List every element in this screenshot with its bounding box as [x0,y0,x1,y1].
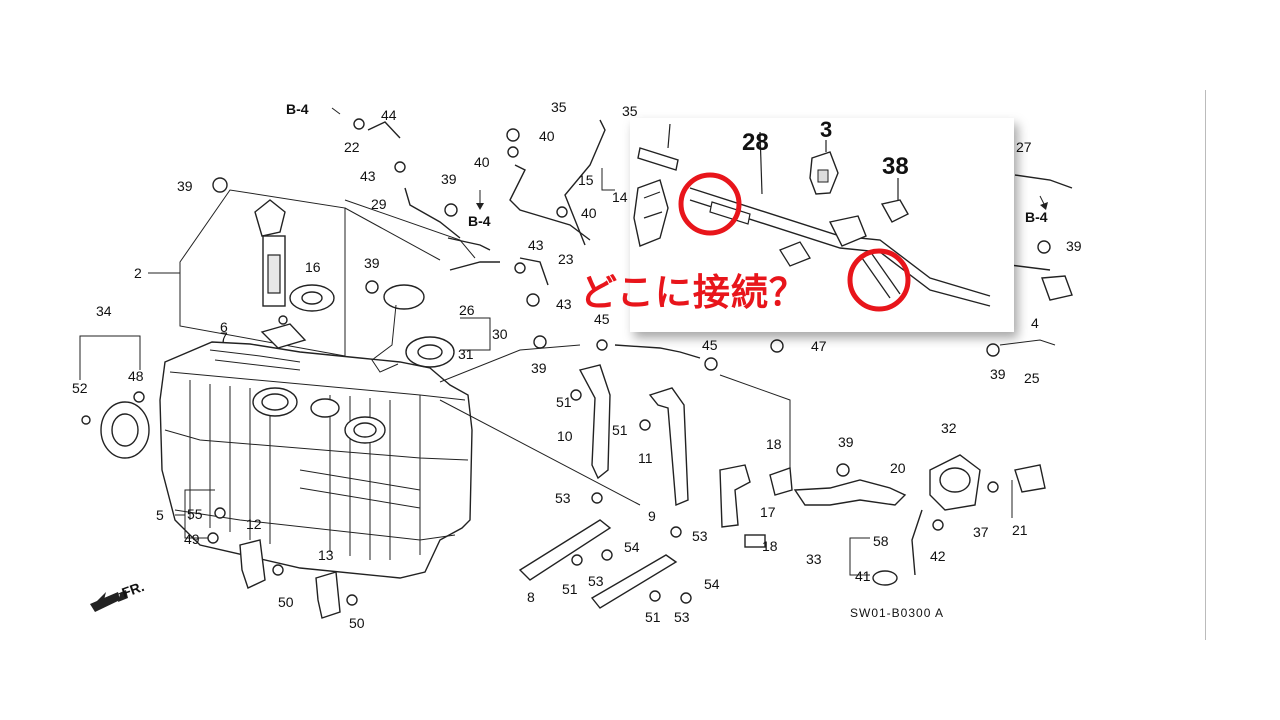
part-label: 44 [381,107,397,123]
part-label: 55 [187,506,203,522]
part-label: 50 [278,594,294,610]
pointer-arrow-icon [331,107,341,115]
straps-brackets [239,364,689,619]
callout-drawing: 28 3 38 [633,118,991,312]
part-label: 43 [528,237,544,253]
part-label: 48 [128,368,144,384]
fuel-tank-drawing [159,341,473,579]
front-marker: FR. [120,578,147,601]
part-label: 51 [645,609,661,625]
part-label: 37 [973,524,989,540]
part-label: 58 [873,533,889,549]
part-label: 11 [638,450,653,466]
part-label: 39 [177,178,193,194]
part-label: 35 [551,99,567,115]
part-label: 13 [318,547,334,563]
part-label: 20 [890,460,906,476]
part-label: 51 [612,422,628,438]
part-label: 39 [441,171,457,187]
callout-label: 3 [820,118,832,142]
callout-label: 28 [742,129,769,156]
part-label: 51 [556,394,572,410]
part-label: 53 [692,528,708,544]
part-label: 5 [156,507,164,523]
diagram-code: SW01-B0300 A [850,606,944,620]
part-label: 43 [556,296,572,312]
part-label: 15 [578,172,594,188]
fuel-gauge-unit [371,284,455,373]
question-text: どこに接続？ [580,271,807,314]
part-label: 45 [702,337,718,353]
part-label: 29 [371,196,387,212]
part-label: 41 [855,568,871,584]
part-label: 53 [674,609,690,625]
canister-right [999,275,1073,346]
part-label: 39 [531,360,547,376]
bolts-clips [81,118,1051,606]
breather-pipes [367,119,1073,359]
filler-neck [719,454,1046,586]
part-label: 52 [72,380,88,396]
reference-marks: B-4 B-4 B-4 [286,101,1048,229]
front-arrow-icon: FR. [90,578,146,612]
leader-lines [79,168,1013,576]
part-label: 17 [760,504,776,520]
part-label: 26 [459,302,475,318]
part-label: 18 [762,538,778,554]
part-label: 14 [612,189,628,205]
part-label: 43 [360,168,376,184]
part-label: 35 [622,103,638,119]
part-label: 16 [305,259,321,275]
highlight-circle-icon [678,172,742,236]
part-label: 25 [1024,370,1040,386]
part-label: 2 [134,265,142,281]
part-label: 40 [539,128,555,144]
part-label: 40 [581,205,597,221]
vertical-rule [1205,90,1206,640]
part-label: 54 [624,539,640,555]
part-label: 50 [349,615,365,631]
part-label: 39 [364,255,380,271]
part-label: 40 [474,154,490,170]
fuel-pump-assembly [254,199,335,349]
ref-label: B-4 [1025,209,1048,225]
part-label: 18 [766,436,782,452]
part-label: 6 [220,319,228,335]
zoom-callout: 28 3 38 [630,118,1014,332]
part-label: 45 [594,311,610,327]
part-label: 34 [96,303,112,319]
part-label: 10 [557,428,573,444]
part-label: 33 [806,551,822,567]
part-label: 12 [246,516,262,532]
part-labels: 2 4 5 6 7 8 9 10 11 12 13 14 15 16 17 18… [72,99,1082,631]
part-label: 42 [930,548,946,564]
part-label: 39 [1066,238,1082,254]
part-label: 54 [704,576,720,592]
part-label: 39 [990,366,1006,382]
part-label: 39 [838,434,854,450]
highlight-circle-icon [847,248,911,312]
part-label: 8 [527,589,535,605]
part-label: 9 [648,508,656,524]
ref-label: B-4 [286,101,309,117]
part-label: 7 [220,329,228,345]
part-label: 31 [458,346,474,362]
part-label: 47 [811,338,827,354]
part-label: 27 [1016,139,1032,155]
part-label: 23 [558,251,574,267]
part-label: 4 [1031,315,1039,331]
access-cover-left [100,401,150,459]
part-label: 21 [1012,522,1028,538]
part-label: 32 [941,420,957,436]
ref-label: B-4 [468,213,491,229]
part-label: 51 [562,581,578,597]
part-label: 53 [588,573,604,589]
part-label: 49 [184,531,200,547]
part-label: 53 [555,490,571,506]
part-label: 22 [344,139,360,155]
part-label: 30 [492,326,508,342]
callout-label: 38 [882,153,909,180]
